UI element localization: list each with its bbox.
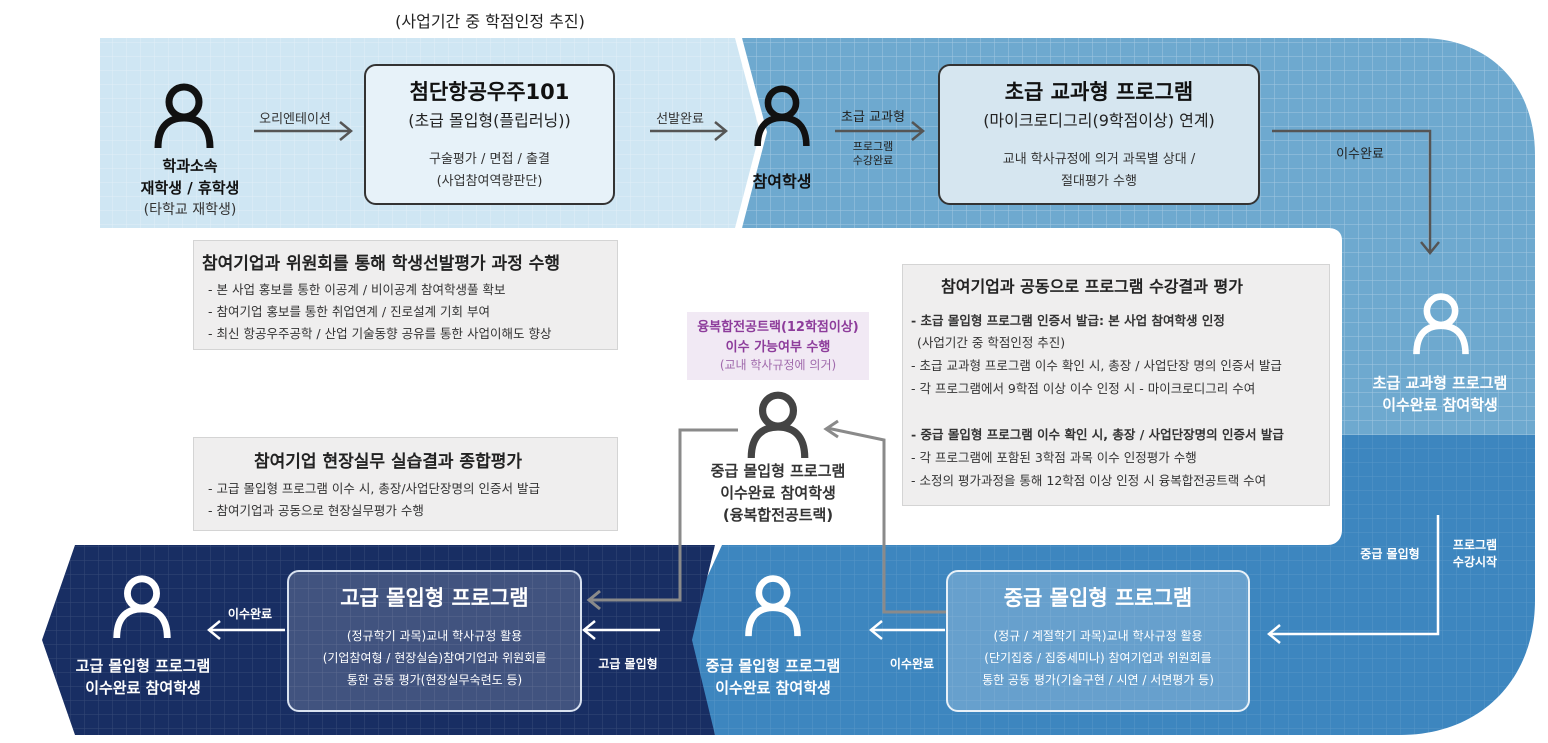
list-item: - 최신 항공우주공학 / 산업 기술동향 공유를 통한 사업이해도 향상: [208, 326, 552, 341]
field-practice-box: 참여기업 현장실무 실습결과 종합평가 - 고급 몰입형 프로그램 이수 시, …: [193, 437, 618, 531]
list-item: - 초급 교과형 프로그램 이수 확인 시, 총장 / 사업단장 명의 인증서 …: [911, 358, 1282, 373]
box-basic-line1: 교내 학사규정에 의거 과목별 상대 /: [1002, 152, 1196, 167]
mid-student-label: 중급 몰입형 프로그램 이수완료 참여학생 (융복합전공트랙): [710, 462, 846, 524]
inter-student-label: 중급 몰입형 프로그램 이수완료 참여학생: [705, 657, 841, 697]
intermediate-start-label: 중급 몰입형: [1360, 547, 1420, 561]
basic-arrow-top: 초급 교과형: [841, 110, 905, 125]
purple-note-line1: 융복합전공트랙(12학점이상): [697, 320, 859, 335]
list-heading: - 초급 몰입형 프로그램 인증서 발급: 본 사업 참여학생 인정: [911, 313, 1225, 328]
box-intermediate-line1: (정규 / 계절학기 과목)교내 학사규정 활용: [993, 629, 1203, 643]
box-advanced-line1: (정규학기 과목)교내 학사규정 활용: [346, 629, 523, 643]
orientation-label: 오리엔테이션: [259, 112, 331, 127]
start-student-label: 학과소속 재학생 / 휴학생 (타학교 재학생): [140, 157, 240, 218]
box-advanced-title: 고급 몰입형 프로그램: [340, 586, 529, 610]
student-icon: [113, 575, 171, 639]
student-icon: [754, 85, 810, 147]
list-item: - 참여기업 홍보를 통한 취업연계 / 진로설계 기회 부여: [208, 304, 491, 319]
box-intermediate-title: 중급 몰입형 프로그램: [1003, 586, 1193, 610]
box-advanced: 고급 몰입형 프로그램 (정규학기 과목)교내 학사규정 활용 (기업참여형 /…: [287, 570, 582, 712]
box-aerospace-101: 첨단항공우주101 (초급 몰입형(플립러닝)) 구술평가 / 면접 / 출결 …: [364, 64, 615, 205]
complete-right-label: 이수완료: [1336, 147, 1384, 162]
box-basic-subtitle: (마이크로디그리(9학점이상) 연계): [983, 111, 1215, 130]
complete-left-label: 이수완료: [227, 607, 273, 621]
adv-student-label: 고급 몰입형 프로그램 이수완료 참여학생: [75, 657, 211, 697]
box-101-title: 첨단항공우주101: [409, 80, 570, 104]
box-101-line1: 구술평가 / 면접 / 출결: [429, 152, 550, 167]
participant-label: 참여학생: [752, 172, 812, 191]
complete-mid-label: 이수완료: [889, 657, 935, 671]
list-item: - 고급 몰입형 프로그램 이수 시, 총장/사업단장명의 인증서 발급: [208, 481, 540, 496]
box-101-line2: (사업참여역량판단): [436, 174, 543, 189]
program-start-label: 프로그램 수강시작: [1452, 538, 1498, 569]
list-item: - 참여기업과 공동으로 현장실무평가 수행: [208, 503, 424, 518]
program-evaluation-box: 참여기업과 공동으로 프로그램 수강결과 평가 - 초급 몰입형 프로그램 인증…: [902, 264, 1330, 506]
list-item: (사업기간 중 학점인정 추진): [917, 335, 1066, 350]
list-item: - 소정의 평가과정을 통해 12학점 이상 인정 시 융복합전공트랙 수여: [911, 473, 1267, 488]
box-basic-curriculum: 초급 교과형 프로그램 (마이크로디그리(9학점이상) 연계) 교내 학사규정에…: [938, 64, 1260, 205]
list-item: - 각 프로그램에서 9학점 이상 이수 인정 시 - 마이크로디그리 수여: [911, 381, 1256, 396]
list-heading: - 중급 몰입형 프로그램 이수 확인 시, 총장 / 사업단장명의 인증서 발…: [911, 427, 1284, 442]
program-evaluation-title: 참여기업과 공동으로 프로그램 수강결과 평가: [941, 277, 1243, 296]
box-basic-line2: 절대평가 수행: [1061, 174, 1137, 189]
student-icon: [745, 575, 801, 637]
field-practice-title: 참여기업 현장실무 실습결과 종합평가: [254, 452, 522, 472]
advanced-arrow-label: 고급 몰입형: [598, 657, 658, 671]
purple-note-line3: (교내 학사규정에 의거): [719, 358, 837, 372]
basic-arrow-bottom: 프로그램 수강완료: [852, 140, 894, 167]
box-advanced-line3: 통한 공동 평가(현장실무숙련도 등): [346, 673, 523, 687]
selection-process-title: 참여기업과 위원회를 통해 학생선발평가 과정 수행: [202, 254, 561, 274]
box-basic-title: 초급 교과형 프로그램: [1004, 80, 1194, 104]
purple-note-line2: 이수 가능여부 수행: [725, 340, 831, 355]
box-intermediate-line2: (단기집중 / 집중세미나) 참여기업과 위원회를: [984, 651, 1212, 665]
box-advanced-line2: (기업참여형 / 현장실습)참여기업과 위원회를: [322, 651, 547, 665]
list-item: - 각 프로그램에 포함된 3학점 과목 이수 인정평가 수행: [911, 450, 1197, 465]
selection-label: 선발완료: [656, 112, 704, 127]
box-intermediate: 중급 몰입형 프로그램 (정규 / 계절학기 과목)교내 학사규정 활용 (단기…: [946, 570, 1250, 712]
student-icon: [154, 83, 214, 149]
convergence-track-note: 융복합전공트랙(12학점이상) 이수 가능여부 수행 (교내 학사규정에 의거): [687, 312, 869, 380]
box-intermediate-line3: 통한 공동 평가(기술구현 / 시연 / 서면평가 등): [982, 673, 1214, 687]
student-icon: [747, 391, 809, 459]
student-icon: [1413, 293, 1469, 355]
right-student-label: 초급 교과형 프로그램 이수완료 참여학생: [1372, 374, 1508, 414]
list-item: - 본 사업 홍보를 통한 이공계 / 비이공계 참여학생풀 확보: [208, 282, 506, 297]
box-101-subtitle: (초급 몰입형(플립러닝)): [408, 111, 571, 130]
selection-process-box: 참여기업과 위원회를 통해 학생선발평가 과정 수행 - 본 사업 홍보를 통한…: [193, 240, 618, 350]
top-note: (사업기간 중 학점인정 추진): [395, 12, 585, 31]
